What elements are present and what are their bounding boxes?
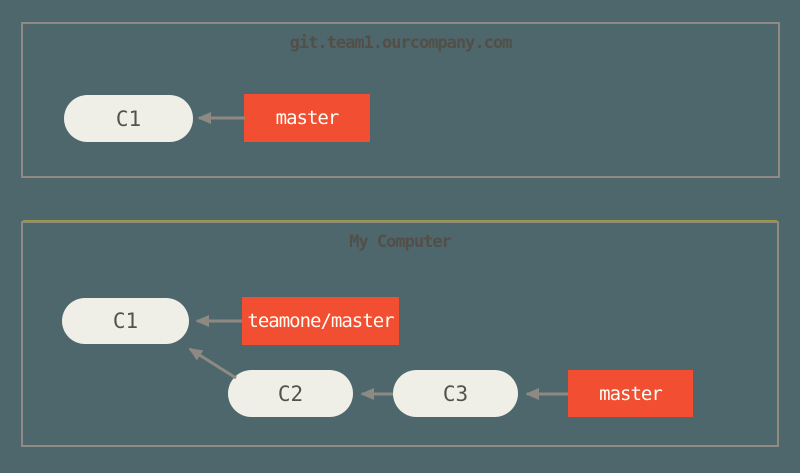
remote-commit-c1-label: C1 [115,106,142,131]
remote-repo-box: git.team1.ourcompany.com C1 master [21,22,780,178]
remote-branch-master: master [244,94,370,142]
local-repo-box: My Computer C1 teamone/master C2 C3 mast… [21,221,779,447]
local-commit-c1: C1 [62,298,189,344]
remote-commit-c1: C1 [64,95,193,142]
local-commit-c2: C2 [228,370,353,417]
local-commit-c3-label: C3 [442,381,469,406]
local-repo-title: My Computer [349,232,452,252]
remote-branch-master-label: master [275,107,340,129]
local-branch-master: master [568,370,693,417]
local-commit-c2-label: C2 [277,381,304,406]
remote-repo-title: git.team1.ourcompany.com [289,33,513,53]
local-branch-teamone-master: teamone/master [242,297,399,345]
local-commit-c3: C3 [393,370,518,417]
local-commit-c1-label: C1 [112,309,139,333]
local-branch-master-label: master [599,382,663,405]
local-branch-teamone-master-label: teamone/master [247,310,394,332]
